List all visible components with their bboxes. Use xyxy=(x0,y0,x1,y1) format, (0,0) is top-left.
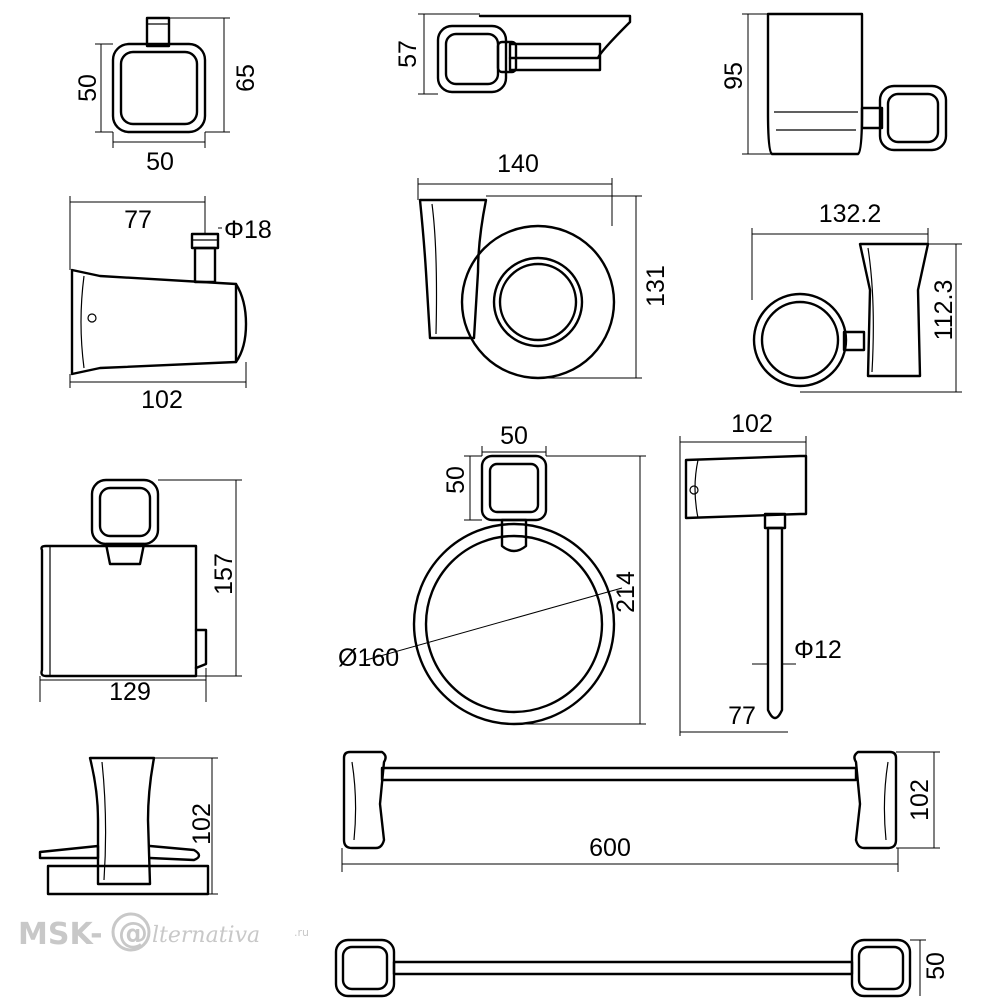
paper-holder-drawing: 157 129 xyxy=(39,478,242,706)
watermark-tld: .ru xyxy=(294,926,309,939)
towel-bar-top-drawing: 50 xyxy=(334,938,950,998)
dimension-label: 77 xyxy=(124,206,152,234)
watermark-at: @ xyxy=(118,916,148,951)
dimension-label: 157 xyxy=(210,553,238,595)
dimension-label: 102 xyxy=(188,803,216,845)
dimension-label: 50 xyxy=(922,952,950,980)
dimension-label: Φ18 xyxy=(224,216,272,244)
dimension-label: 102 xyxy=(906,779,934,821)
glass-holder-drawing: 140 131 xyxy=(417,150,670,380)
dimension-label: 132.2 xyxy=(819,200,882,228)
dimension-label: 112.3 xyxy=(930,280,958,341)
dimension-label: 95 xyxy=(720,62,748,90)
tumbler-ring-drawing: 132.2 112.3 xyxy=(751,200,962,393)
dimension-label: Ø160 xyxy=(338,644,399,672)
dimension-label: 50 xyxy=(500,422,528,450)
dimension-label: 50 xyxy=(74,74,102,102)
dimension-label: 50 xyxy=(442,466,470,494)
tumbler-holder-drawing: 95 xyxy=(720,12,948,156)
dimension-label: 131 xyxy=(642,265,670,307)
dimension-label: 140 xyxy=(497,150,539,178)
towel-arm-drawing: 102 Φ12 77 xyxy=(679,410,842,736)
dimension-label: 102 xyxy=(731,410,773,438)
watermark-prefix: MSK- xyxy=(18,917,103,952)
dimension-label: 102 xyxy=(141,386,183,414)
brush-holder-drawing: 102 xyxy=(38,756,218,896)
dimension-label: 77 xyxy=(728,702,756,730)
towel-bar-side-drawing: 600 102 xyxy=(341,750,940,872)
dimension-label: 600 xyxy=(589,834,631,862)
dimension-label: 50 xyxy=(146,148,174,176)
watermark-suffix: lternativa xyxy=(152,923,260,948)
dimension-label: 129 xyxy=(109,678,151,706)
dimension-label: 65 xyxy=(232,64,260,92)
square-hook-drawing: 50 65 50 xyxy=(74,16,260,176)
dimension-label: Φ12 xyxy=(794,636,842,664)
robe-hook-drawing: 77 Φ18 102 xyxy=(69,196,272,414)
watermark-logo: MSK- @ lternativa .ru xyxy=(18,912,309,952)
soap-dish-drawing: 57 xyxy=(394,13,632,95)
dimension-label: 214 xyxy=(612,571,640,613)
dimension-label: 57 xyxy=(394,40,422,68)
towel-ring-drawing: 50 50 214 Ø160 xyxy=(338,422,646,726)
